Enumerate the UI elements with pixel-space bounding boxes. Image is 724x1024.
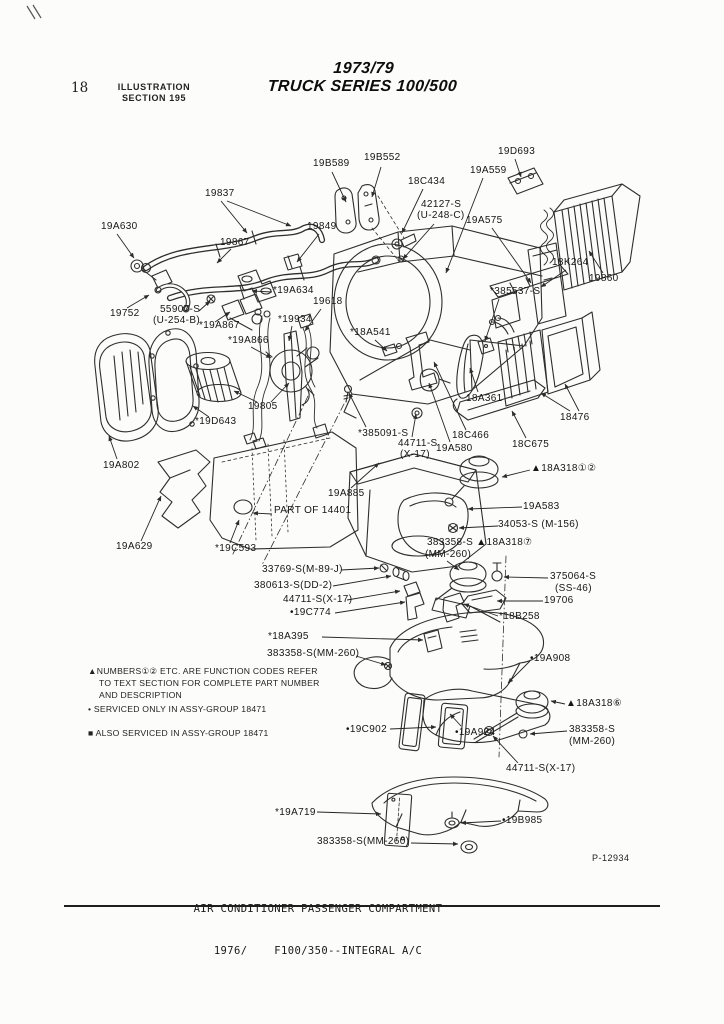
part-label: 19A802 <box>103 460 140 471</box>
part-label: (U-248-C) <box>417 210 465 221</box>
part-label: 44711-S(X-17) <box>283 594 353 605</box>
corner-marks <box>26 4 42 20</box>
part-label: 19706 <box>544 595 574 606</box>
leader-lines <box>108 158 604 847</box>
footer-rule <box>64 905 660 908</box>
legend-note: • SERVICED ONLY IN ASSY-GROUP 18471 <box>88 704 267 714</box>
part-label: 42127-S <box>421 199 462 210</box>
part-label: (X-17) <box>400 449 430 460</box>
caption-line2: 1976/ F100/350--INTEGRAL A/C <box>213 945 423 957</box>
part-label: *18B258 <box>499 611 540 622</box>
part-label: ▲18A318①② <box>531 463 597 474</box>
part-label: (U-254-B) <box>153 315 201 326</box>
part-label: ▲18A318⑥ <box>566 698 623 709</box>
part-label: •19C902 <box>346 724 387 735</box>
part-label: 19618 <box>313 296 343 307</box>
part-label: 44711-S <box>398 438 438 449</box>
part-label: *385091-S <box>358 428 409 439</box>
part-label: *19A866 <box>228 335 269 346</box>
figure-caption: AIR CONDITIONER PASSENGER COMPARTMENT 19… <box>148 874 488 986</box>
part-label: 19A583 <box>523 501 560 512</box>
part-label: 383358-S <box>569 724 616 735</box>
part-label: (SS-46) <box>555 583 592 594</box>
part-label: 18C466 <box>452 430 490 441</box>
part-label: 19837 <box>205 188 235 199</box>
part-label: 18C675 <box>512 439 550 450</box>
part-label: 18C434 <box>408 176 446 187</box>
legend-note: TO TEXT SECTION FOR COMPLETE PART NUMBER <box>99 678 320 688</box>
part-label: 34053-S (M-156) <box>498 519 579 530</box>
part-label: 18A361 <box>466 393 503 404</box>
part-label: 19D693 <box>498 146 536 157</box>
part-label: 19849 <box>307 221 337 232</box>
figure-code: P-12934 <box>592 853 630 863</box>
part-label: 19A580 <box>436 443 473 454</box>
part-label: 375064-S <box>550 571 597 582</box>
part-label: 383358-S(MM-260) <box>267 648 360 659</box>
legend-note: ■ ALSO SERVICED IN ASSY-GROUP 18471 <box>88 728 269 738</box>
part-label: *19C593 <box>215 543 257 554</box>
part-label: 19752 <box>110 308 140 319</box>
part-label: 383358-S(MM-260) <box>317 836 410 847</box>
legend-note: ▲NUMBERS①② ETC. ARE FUNCTION CODES REFER <box>88 666 318 676</box>
part-label: 19B552 <box>364 152 401 163</box>
section-label: ILLUSTRATION SECTION 195 <box>117 82 191 103</box>
part-label: 19A575 <box>466 215 503 226</box>
part-label: 19A629 <box>116 541 153 552</box>
part-label: (MM-260) <box>569 736 616 747</box>
part-label: *19A719 <box>275 807 316 818</box>
legend-note: AND DESCRIPTION <box>99 690 183 700</box>
part-label: 18K264 <box>552 257 589 268</box>
part-label: (MM-260) <box>425 549 472 560</box>
part-label: 18476 <box>560 412 590 423</box>
part-label: PART OF 14401 <box>274 505 352 516</box>
part-label: 19B589 <box>313 158 350 169</box>
part-label: 19805 <box>248 401 278 412</box>
part-label: *18A541 <box>350 327 391 338</box>
part-label: 19A559 <box>470 165 507 176</box>
part-label: *19D643 <box>195 416 237 427</box>
part-label: *18A395 <box>268 631 309 642</box>
part-label: •19A908 <box>530 653 571 664</box>
part-label: 33769-S(M-89-J) <box>262 564 343 575</box>
part-label: 380613-S(DD-2) <box>254 580 333 591</box>
part-label: •19B985 <box>502 815 543 826</box>
part-label: 19A630 <box>101 221 138 232</box>
part-label: *19934 <box>278 314 312 325</box>
part-label: *385537-S <box>490 286 541 297</box>
part-label: 55907-S <box>160 304 201 315</box>
part-label: 19A885 <box>328 488 365 499</box>
part-label: •19C774 <box>290 607 331 618</box>
part-label: *19A867 <box>199 320 240 331</box>
part-label: 19860 <box>589 273 619 284</box>
part-label: *19A634 <box>273 285 314 296</box>
part-label: •19A924 <box>455 727 496 738</box>
page-number: 18 <box>71 80 89 96</box>
part-label: 19867 <box>220 237 250 248</box>
part-label: 383358-S ▲18A318⑦ <box>427 537 533 548</box>
diagram-art <box>94 167 641 854</box>
part-label: 44711-S(X-17) <box>506 763 576 774</box>
